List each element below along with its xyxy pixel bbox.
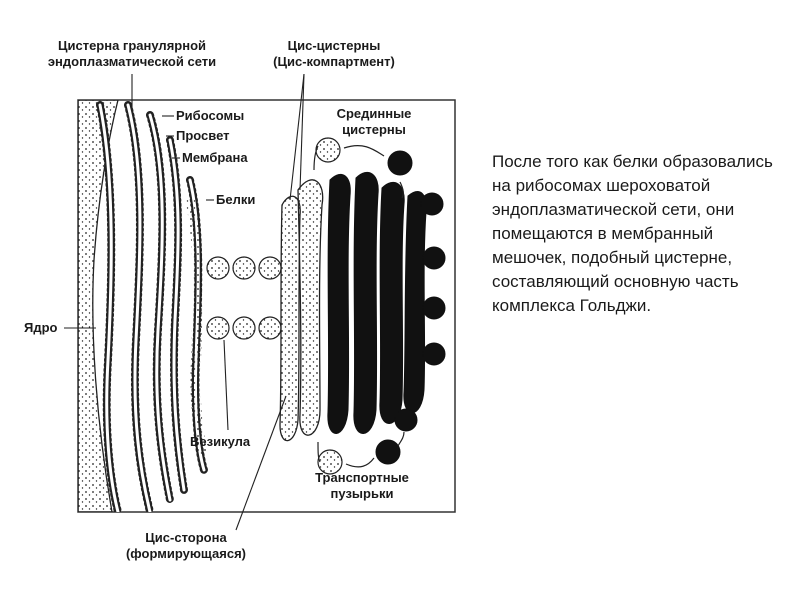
- label-membrane: Мембрана: [182, 150, 248, 165]
- vesicle: [232, 256, 256, 280]
- label-transport-1: Транспортные: [315, 470, 409, 485]
- label-ribosomes: Рибосомы: [176, 108, 244, 123]
- vesicle: [315, 137, 341, 163]
- label-lumen: Просвет: [176, 128, 230, 143]
- vesicle: [206, 316, 230, 340]
- vesicle: [206, 256, 230, 280]
- vesicle: [258, 316, 282, 340]
- caption-text: После того как белки образовались на риб…: [492, 152, 773, 315]
- label-proteins: Белки: [216, 192, 255, 207]
- label-cis-side-2: (формирующаяся): [126, 546, 246, 561]
- label-er-cistern-2: эндоплазматической сети: [48, 54, 216, 69]
- label-medial-2: цистерны: [342, 122, 406, 137]
- vesicle: [317, 449, 343, 475]
- cis-cisterns: [279, 179, 324, 442]
- label-transport-2: пузырьки: [331, 486, 394, 501]
- label-cis-cisterns-1: Цис-цистерны: [288, 38, 381, 53]
- label-nucleus: Ядро: [24, 320, 58, 335]
- label-vesicle: Везикула: [190, 434, 251, 449]
- label-cis-side-1: Цис-сторона: [145, 530, 227, 545]
- medial-cisterns: [327, 150, 446, 465]
- label-er-cistern-1: Цистерна гранулярной: [58, 38, 206, 53]
- label-medial-1: Срединные: [337, 106, 412, 121]
- golgi-complex-diagram: Цистерна гранулярной эндоплазматической …: [24, 38, 456, 561]
- vesicle: [258, 256, 282, 280]
- vesicles: [206, 137, 343, 475]
- label-cis-cisterns-2: (Цис-компартмент): [273, 54, 395, 69]
- vesicle: [232, 316, 256, 340]
